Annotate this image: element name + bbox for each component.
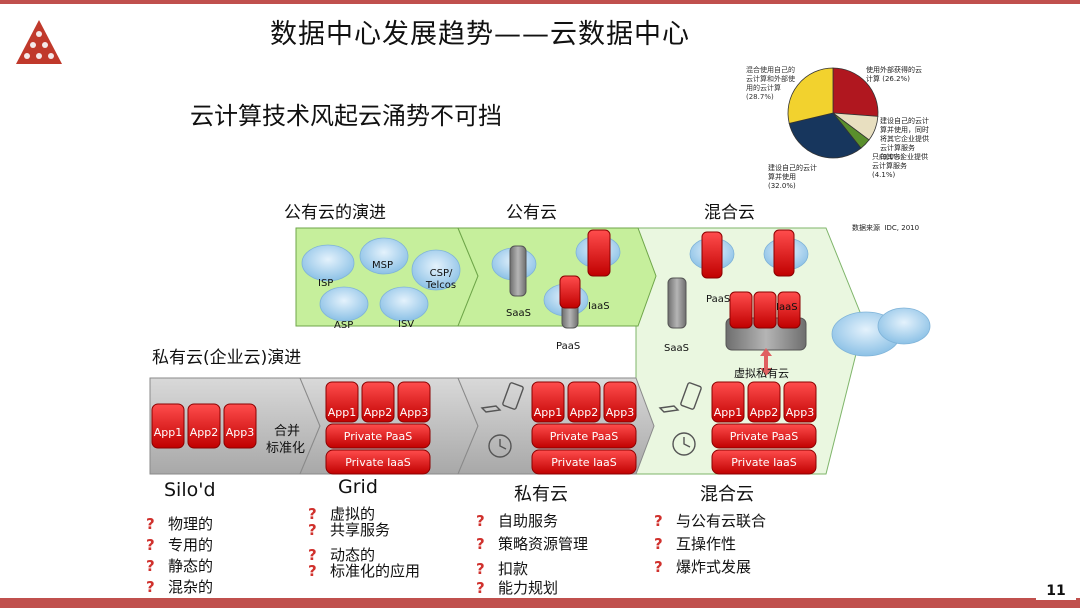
hybrid-app3: App3 — [785, 406, 815, 419]
list-item: ?共享服务 — [308, 521, 391, 539]
list-item: ?静态的 — [146, 557, 214, 575]
grid-app1: App1 — [327, 406, 357, 419]
standardize-label: 标准化 — [266, 441, 306, 456]
hybrid-stack — [711, 381, 817, 475]
cloud-csp-telcos: CSP/ Telcos — [425, 268, 457, 291]
bottom-accent-bar — [0, 598, 1080, 608]
hybrid-cloud-heading: 混合云 — [704, 203, 755, 223]
public-iaas-label: IaaS — [588, 301, 610, 312]
pie-source: 数据来源 IDC, 2010 — [852, 224, 920, 232]
pie-slice-4 — [787, 67, 834, 124]
silo-app1: App1 — [153, 426, 183, 439]
silo-app3: App3 — [225, 426, 255, 439]
hybrid-bullet-list: ?与公有云联合 ?互操作性 ?爆炸式发展 — [654, 510, 766, 579]
stage-silo-label: Silo'd — [164, 479, 216, 501]
hybrid-private-iaas: Private IaaS — [731, 456, 797, 469]
cloud-isv: ISV — [398, 319, 415, 330]
grid-bullet-list: ?虚拟的 ?共享服务 ?动态的 ?标准化的应用 — [308, 506, 420, 579]
hybrid-paas-block-icon — [701, 231, 723, 279]
private-app1: App1 — [533, 406, 563, 419]
grid-private-iaas: Private IaaS — [345, 456, 411, 469]
stage-grid-label: Grid — [338, 476, 378, 498]
hybrid-phone-icon — [680, 382, 702, 410]
grid-app2: App2 — [363, 406, 393, 419]
hybrid-clock-icon — [672, 432, 696, 456]
list-item: ?自助服务 — [476, 512, 559, 530]
page-title: 数据中心发展趋势——云数据中心 — [270, 19, 690, 50]
list-item: ?专用的 — [146, 536, 214, 554]
phone-icon — [502, 382, 524, 410]
clock-icon — [488, 434, 512, 458]
cloud-asp: ASP — [334, 320, 354, 331]
virtual-private-cloud-label: 虚拟私有云 — [734, 367, 789, 380]
public-saas-label: SaaS — [506, 308, 531, 319]
iaas-stack-icon — [587, 229, 611, 277]
private-app3: App3 — [605, 406, 635, 419]
list-item: ?虚拟的 — [308, 505, 376, 523]
hybrid-iaas-block-icon — [773, 229, 795, 277]
top-accent-bar — [0, 0, 1080, 4]
public-cloud-heading: 公有云 — [506, 203, 557, 223]
silo-app2-block — [187, 403, 221, 449]
hybrid-paas-label: PaaS — [706, 294, 731, 305]
pie-label-offer-only: 只向其它企业提供云计算服务 (4.1%) — [872, 153, 928, 179]
grid-private-paas: Private PaaS — [343, 430, 413, 443]
stage-hybrid-label: 混合云 — [700, 484, 754, 505]
cloud-msp: MSP — [372, 260, 394, 271]
pie-chart — [787, 67, 879, 159]
list-item: ?互操作性 — [654, 535, 737, 553]
public-paas-label: PaaS — [556, 341, 581, 352]
pie-label-hybrid: 混合使用自己的云计算和外部使用的云计算 (28.7%) — [746, 66, 795, 101]
red-triangle-logo-icon — [16, 20, 62, 64]
merge-label: 合并 — [274, 424, 301, 439]
hybrid-app1: App1 — [713, 406, 743, 419]
hybrid-saas-server-icon — [667, 277, 687, 329]
page-number: 11 — [1036, 580, 1076, 600]
list-item: ?物理的 — [146, 515, 214, 533]
public-evolution-heading: 公有云的演进 — [284, 203, 386, 223]
silo-app3-block — [223, 403, 257, 449]
hybrid-private-paas: Private PaaS — [729, 430, 799, 443]
list-item: ?混杂的 — [146, 578, 214, 596]
list-item: ?动态的 — [308, 546, 376, 564]
private-private-paas: Private PaaS — [549, 430, 619, 443]
saas-server-icon — [509, 245, 527, 297]
silo-app2: App2 — [189, 426, 219, 439]
iaas-red-block-icon — [559, 275, 581, 309]
list-item: ?扣款 — [476, 560, 529, 578]
hybrid-app2: App2 — [749, 406, 779, 419]
pie-label-build-own: 建设自己的云计算并使用 (32.0%) — [768, 164, 817, 190]
private-evolution-heading: 私有云(企业云)演进 — [152, 348, 302, 368]
private-private-iaas: Private IaaS — [551, 456, 617, 469]
pie-slice-3 — [788, 112, 862, 159]
hybrid-iaas-label: IaaS — [776, 302, 798, 313]
grid-stack — [325, 381, 431, 475]
list-item: ?标准化的应用 — [308, 562, 421, 580]
list-item: ?与公有云联合 — [654, 512, 767, 530]
private-app2: App2 — [569, 406, 599, 419]
pie-label-external: 使用外部获得的云计算 (26.2%) — [866, 66, 922, 83]
list-item: ?策略资源管理 — [476, 535, 589, 553]
private-stack — [531, 381, 637, 475]
pie-label-build-and-offer: 建设自己的云计算并使用，同时将其它企业提供云计算服务 (9.0%) — [880, 117, 929, 161]
silo-bullet-list: ?物理的 ?专用的 ?静态的 ?混杂的 — [146, 514, 213, 598]
page-subtitle: 云计算技术风起云涌势不可挡 — [190, 102, 502, 130]
stage-private-label: 私有云 — [514, 484, 568, 505]
private-bullet-list: ?自助服务 ?策略资源管理 ?扣款 ?能力规划 — [476, 510, 588, 598]
list-item: ?爆炸式发展 — [654, 558, 752, 576]
cloud-isp: ISP — [318, 278, 334, 289]
pie-slice-0 — [832, 67, 879, 117]
list-item: ?能力规划 — [476, 579, 559, 597]
silo-app1-block — [151, 403, 185, 449]
grid-app3: App3 — [399, 406, 429, 419]
hybrid-saas-label: SaaS — [664, 343, 689, 354]
hybrid-pointing-hand-icon — [658, 405, 680, 413]
pointing-hand-icon — [480, 405, 502, 413]
